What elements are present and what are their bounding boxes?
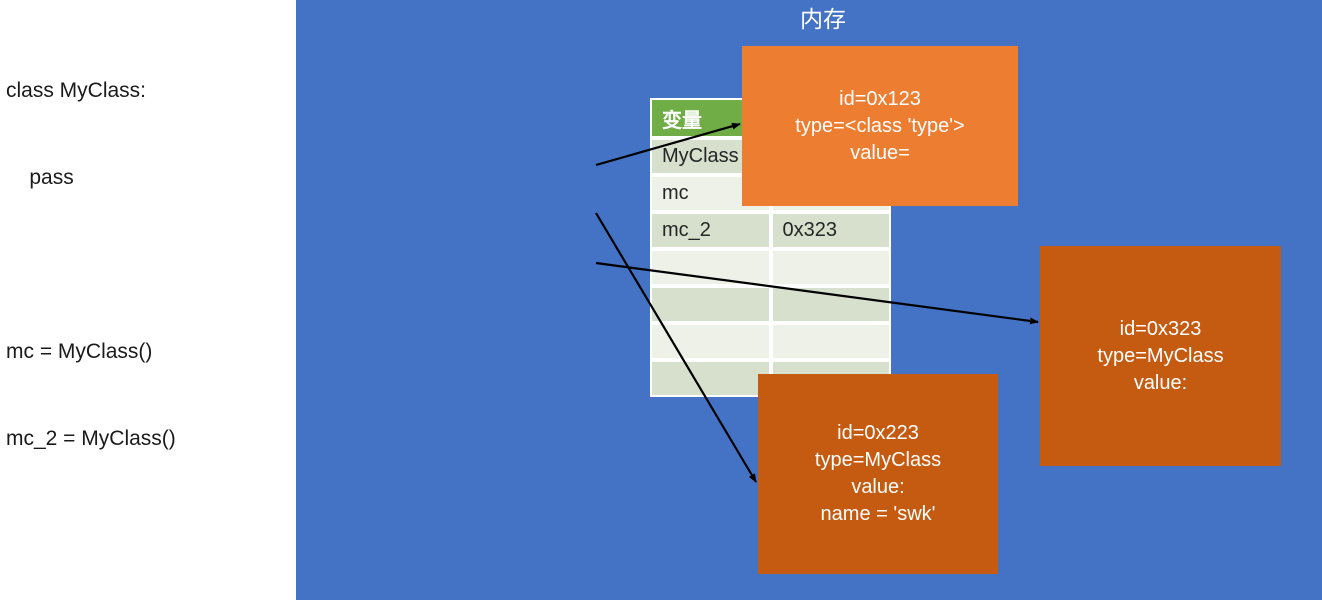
memory-box-mc-object-text: id=0x223 type=MyClass value: name = 'swk… bbox=[814, 422, 942, 525]
memory-box-type-object: id=0x123 type=<class 'type'> value= bbox=[742, 46, 1018, 206]
code-line-blank bbox=[6, 511, 176, 540]
table-row bbox=[650, 286, 891, 323]
code-pane: class MyClass: pass mc = MyClass() mc_2 … bbox=[0, 0, 296, 600]
cell-value bbox=[770, 249, 891, 286]
cell-value bbox=[770, 323, 891, 360]
python-code-block: class MyClass: pass mc = MyClass() mc_2 … bbox=[6, 18, 176, 600]
cell-variable bbox=[650, 249, 771, 286]
cell-variable bbox=[650, 323, 771, 360]
cell-variable: mc_2 bbox=[650, 212, 771, 249]
memory-panel-title: 内存 bbox=[800, 6, 846, 32]
memory-box-mc-object: id=0x223 type=MyClass value: name = 'swk… bbox=[758, 374, 998, 574]
cell-variable bbox=[650, 360, 771, 397]
table-row bbox=[650, 249, 891, 286]
code-line-blank bbox=[6, 250, 176, 279]
code-line: mc_2 = MyClass() bbox=[6, 427, 176, 450]
memory-box-type-object-text: id=0x123 type=<class 'type'> value= bbox=[795, 87, 965, 164]
memory-box-mc2-object-text: id=0x323 type=MyClass value: bbox=[1097, 317, 1224, 394]
memory-box-mc2-object: id=0x323 type=MyClass value: bbox=[1040, 246, 1281, 466]
code-line: class MyClass: bbox=[6, 79, 147, 102]
code-line: mc = MyClass() bbox=[6, 340, 153, 363]
memory-panel: 内存 变量 值 MyClass 0x123 mc 0x223 mc_2 bbox=[296, 0, 1322, 600]
table-row: mc_2 0x323 bbox=[650, 212, 891, 249]
code-line: pass bbox=[6, 166, 74, 189]
cell-value: 0x323 bbox=[770, 212, 891, 249]
cell-variable bbox=[650, 286, 771, 323]
cell-value bbox=[770, 286, 891, 323]
table-row bbox=[650, 323, 891, 360]
